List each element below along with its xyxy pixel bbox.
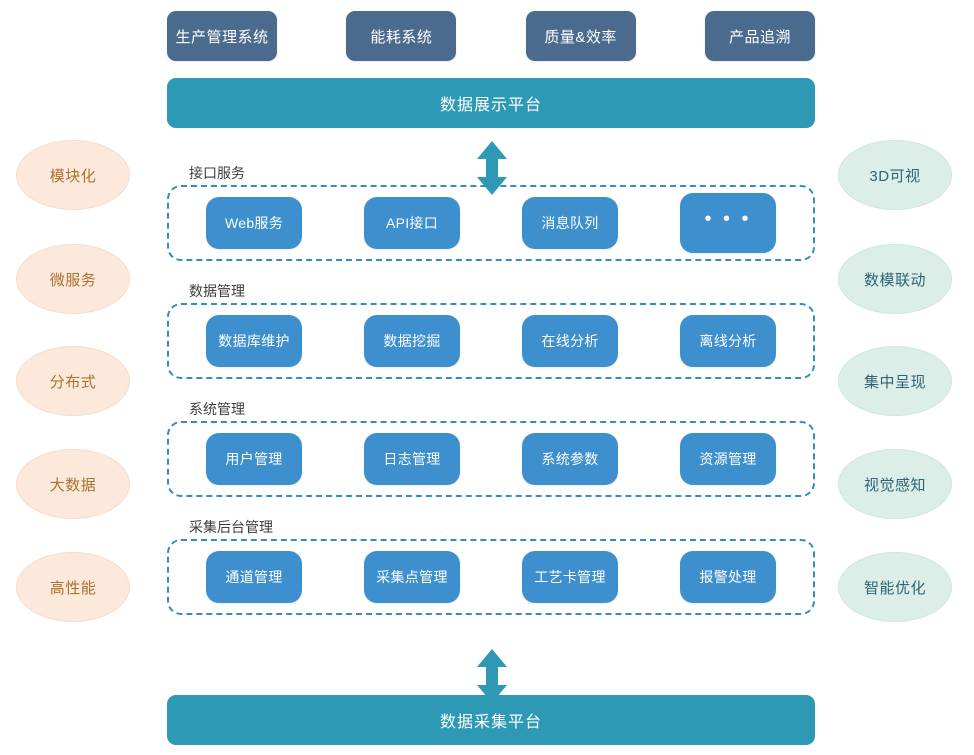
- right-tag-label: 集中呈现: [863, 373, 926, 391]
- group-label: 采集后台管理: [185, 517, 277, 537]
- right-tag-label: 3D可视: [869, 167, 921, 185]
- group-dashed-box: [167, 539, 815, 615]
- module-pill[interactable]: 资源管理: [680, 433, 776, 485]
- left-tag-label: 微服务: [49, 271, 97, 289]
- left-tag[interactable]: 大数据: [16, 449, 130, 519]
- module-pill[interactable]: API接口: [364, 197, 460, 249]
- module-pill[interactable]: 系统参数: [522, 433, 618, 485]
- module-pill-label: 消息队列: [541, 215, 599, 231]
- module-pill-label: 资源管理: [699, 451, 757, 467]
- module-pill[interactable]: 消息队列: [522, 197, 618, 249]
- left-tag[interactable]: 分布式: [16, 346, 130, 416]
- double-arrow-vertical-icon: [474, 140, 510, 196]
- left-tag[interactable]: 微服务: [16, 244, 130, 314]
- group-dashed-box: [167, 421, 815, 497]
- module-pill-label: 离线分析: [699, 333, 757, 349]
- group-dashed-box: [167, 185, 815, 261]
- right-tag[interactable]: 3D可视: [838, 140, 952, 210]
- left-tag[interactable]: 高性能: [16, 552, 130, 622]
- module-pill-label: 通道管理: [225, 569, 283, 585]
- module-pill-label: 系统参数: [541, 451, 599, 467]
- top-system-box[interactable]: 质量&效率: [525, 11, 636, 61]
- left-tag-label: 大数据: [49, 476, 97, 494]
- right-tag[interactable]: 数模联动: [838, 244, 952, 314]
- right-tag-label: 数模联动: [863, 271, 926, 289]
- module-pill[interactable]: 数据库维护: [206, 315, 302, 367]
- group-items-row: 通道管理 采集点管理 工艺卡管理 报警处理: [175, 539, 807, 615]
- module-pill-label: 采集点管理: [376, 569, 448, 585]
- top-systems-row: 生产管理系统 能耗系统 质量&效率 产品追溯: [167, 10, 815, 62]
- module-pill-label: 报警处理: [699, 569, 757, 585]
- left-tag-label: 高性能: [49, 579, 97, 597]
- left-tag-label: 分布式: [49, 373, 97, 391]
- module-pill-label: • • •: [704, 207, 752, 230]
- module-pill-label: Web服务: [224, 215, 284, 231]
- module-pill-label: 用户管理: [225, 451, 283, 467]
- module-pill-label: 日志管理: [383, 451, 441, 467]
- module-pill-label: 数据库维护: [218, 333, 290, 349]
- group-items-row: Web服务 API接口 消息队列 • • •: [175, 185, 807, 261]
- left-tag-label: 模块化: [49, 167, 97, 185]
- top-system-box[interactable]: 生产管理系统: [167, 11, 277, 61]
- right-tag-label: 视觉感知: [863, 476, 926, 494]
- group-label: 接口服务: [185, 163, 249, 183]
- module-pill[interactable]: 用户管理: [206, 433, 302, 485]
- module-pill[interactable]: 离线分析: [680, 315, 776, 367]
- module-pill-more[interactable]: • • •: [680, 193, 776, 253]
- module-pill[interactable]: 数据挖掘: [364, 315, 460, 367]
- module-pill[interactable]: 报警处理: [680, 551, 776, 603]
- group-dashed-box: [167, 303, 815, 379]
- module-pill-label: API接口: [385, 215, 439, 231]
- module-pill[interactable]: 工艺卡管理: [522, 551, 618, 603]
- top-system-label: 产品追溯: [728, 28, 791, 46]
- top-system-label: 能耗系统: [370, 28, 433, 46]
- module-pill[interactable]: 采集点管理: [364, 551, 460, 603]
- group-label: 数据管理: [185, 281, 249, 301]
- top-system-box[interactable]: 产品追溯: [704, 11, 815, 61]
- top-system-label: 生产管理系统: [175, 28, 269, 46]
- right-tag-label: 智能优化: [863, 579, 926, 597]
- left-tag[interactable]: 模块化: [16, 140, 130, 210]
- group-items-row: 用户管理 日志管理 系统参数 资源管理: [175, 421, 807, 497]
- right-tag[interactable]: 集中呈现: [838, 346, 952, 416]
- module-pill-label: 工艺卡管理: [534, 569, 606, 585]
- module-pill-label: 在线分析: [541, 333, 599, 349]
- group-items-row: 数据库维护 数据挖掘 在线分析 离线分析: [175, 303, 807, 379]
- right-tag[interactable]: 智能优化: [838, 552, 952, 622]
- group-label: 系统管理: [185, 399, 249, 419]
- module-pill[interactable]: 通道管理: [206, 551, 302, 603]
- double-arrow-vertical-icon: [474, 648, 510, 704]
- top-system-label: 质量&效率: [544, 28, 617, 46]
- data-display-platform-bar[interactable]: 数据展示平台: [167, 78, 815, 128]
- data-collection-platform-bar[interactable]: 数据采集平台: [167, 695, 815, 745]
- module-pill[interactable]: Web服务: [206, 197, 302, 249]
- data-collection-platform-label: 数据采集平台: [439, 714, 542, 731]
- module-pill-label: 数据挖掘: [383, 333, 441, 349]
- module-pill[interactable]: 在线分析: [522, 315, 618, 367]
- right-tag[interactable]: 视觉感知: [838, 449, 952, 519]
- data-display-platform-label: 数据展示平台: [439, 97, 542, 114]
- top-system-box[interactable]: 能耗系统: [346, 11, 457, 61]
- module-pill[interactable]: 日志管理: [364, 433, 460, 485]
